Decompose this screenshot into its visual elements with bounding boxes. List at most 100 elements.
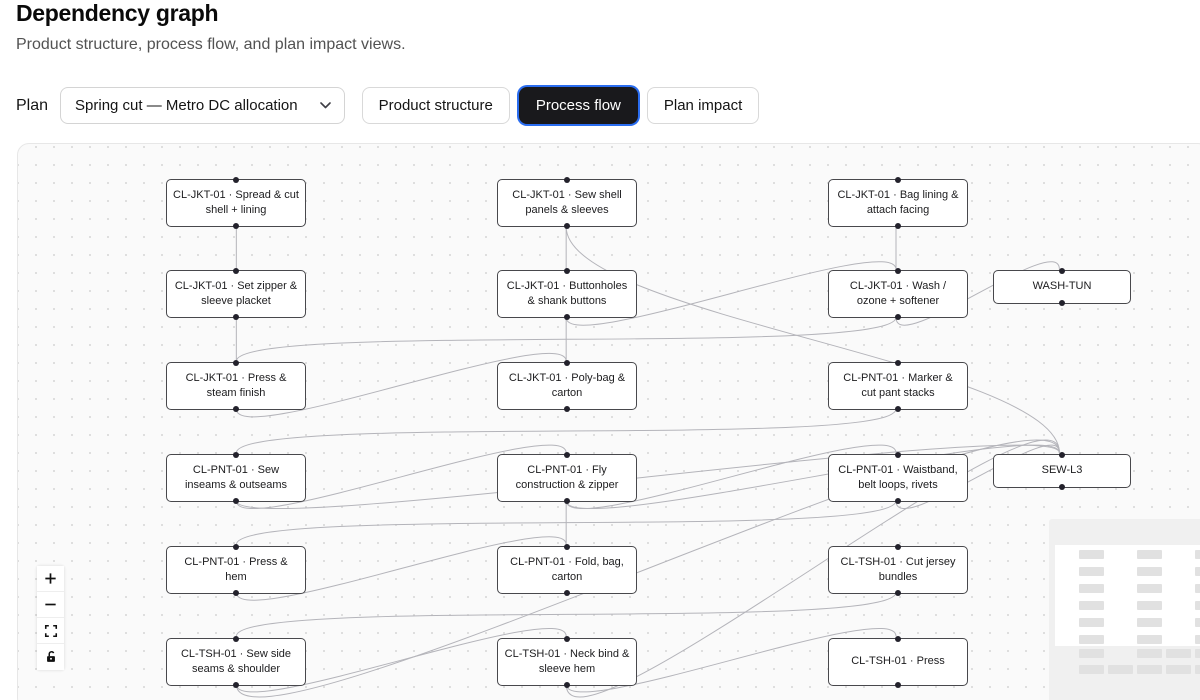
edge-tsh_neck-sewl3 xyxy=(565,439,1060,698)
edge-jkt_press-jkt_bag xyxy=(235,352,567,418)
source-handle[interactable] xyxy=(233,314,239,320)
tab-process-flow[interactable]: Process flow xyxy=(518,87,638,124)
zoom-out-button[interactable] xyxy=(37,592,64,618)
minus-icon xyxy=(43,597,58,612)
process-node-jkt-shell[interactable]: CL-JKT-01 · Sew shell panels & sleeves xyxy=(497,177,637,229)
minimap[interactable] xyxy=(1049,519,1200,700)
process-node-jkt-cut[interactable]: CL-JKT-01 · Spread & cut shell + lining xyxy=(166,177,306,229)
source-handle[interactable] xyxy=(564,406,570,412)
page-header: Dependency graph Product structure, proc… xyxy=(0,0,1200,124)
edge-pnt_cut-pnt_sew xyxy=(235,408,897,454)
chevron-down-icon xyxy=(319,102,331,109)
target-handle[interactable] xyxy=(564,268,570,274)
process-node-jkt-bag[interactable]: CL-JKT-01 · Poly-bag & carton xyxy=(497,360,637,412)
tab-plan-impact[interactable]: Plan impact xyxy=(646,87,760,124)
source-handle[interactable] xyxy=(895,406,901,412)
source-handle[interactable] xyxy=(895,590,901,596)
target-handle[interactable] xyxy=(233,177,239,183)
page-subtitle: Product structure, process flow, and pla… xyxy=(16,36,406,53)
target-handle[interactable] xyxy=(895,268,901,274)
process-node-tsh-neck[interactable]: CL-TSH-01 · Neck bind & sleeve hem xyxy=(497,636,637,688)
process-node-tsh-press[interactable]: CL-TSH-01 · Press xyxy=(828,636,968,688)
node-label: CL-PNT-01 · Marker & cut pant stacks xyxy=(843,371,953,399)
target-handle[interactable] xyxy=(895,636,901,642)
edge-tsh_neck-tsh_press xyxy=(565,627,897,693)
target-handle[interactable] xyxy=(233,360,239,366)
process-node-jkt-lining[interactable]: CL-JKT-01 · Bag lining & attach facing xyxy=(828,177,968,229)
source-handle[interactable] xyxy=(895,498,901,504)
source-handle[interactable] xyxy=(233,682,239,688)
source-handle[interactable] xyxy=(895,223,901,229)
process-node-tsh-sew[interactable]: CL-TSH-01 · Sew side seams & shoulder xyxy=(166,636,306,688)
resource-node-sewl3[interactable]: SEW-L3 xyxy=(993,452,1131,490)
target-handle[interactable] xyxy=(564,636,570,642)
edge-layer xyxy=(235,226,1060,698)
zoom-in-button[interactable] xyxy=(37,566,64,592)
source-handle[interactable] xyxy=(233,590,239,596)
plus-icon xyxy=(43,571,58,586)
tab-product-structure[interactable]: Product structure xyxy=(361,87,510,124)
edge-jkt_wash-jkt_press xyxy=(235,317,897,362)
source-handle[interactable] xyxy=(1059,484,1065,490)
node-label: CL-JKT-01 · Bag lining & attach facing xyxy=(837,188,959,216)
node-label: CL-PNT-01 · Press & hem xyxy=(184,555,288,583)
source-handle[interactable] xyxy=(564,223,570,229)
node-label: CL-PNT-01 · Waistband, belt loops, rivet… xyxy=(838,463,958,491)
target-handle[interactable] xyxy=(564,360,570,366)
target-handle[interactable] xyxy=(1059,268,1065,274)
source-handle[interactable] xyxy=(564,590,570,596)
minimap-viewport xyxy=(1055,545,1200,646)
edge-pnt_sew-pnt_fly xyxy=(235,444,567,510)
source-handle[interactable] xyxy=(895,314,901,320)
process-node-pnt-waist[interactable]: CL-PNT-01 · Waistband, belt loops, rivet… xyxy=(828,452,968,504)
edge-jkt_wash-washtun xyxy=(895,261,1060,326)
target-handle[interactable] xyxy=(895,360,901,366)
target-handle[interactable] xyxy=(564,177,570,183)
target-handle[interactable] xyxy=(564,452,570,458)
source-handle[interactable] xyxy=(233,223,239,229)
target-handle[interactable] xyxy=(233,544,239,550)
plan-select-value: Spring cut — Metro DC allocation xyxy=(75,97,298,114)
process-node-pnt-press[interactable]: CL-PNT-01 · Press & hem xyxy=(166,544,306,596)
target-handle[interactable] xyxy=(895,544,901,550)
resource-node-washtun[interactable]: WASH-TUN xyxy=(993,268,1131,306)
node-label: CL-JKT-01 · Spread & cut shell + lining xyxy=(173,188,299,216)
source-handle[interactable] xyxy=(564,498,570,504)
process-node-jkt-btn[interactable]: CL-JKT-01 · Buttonholes & shank buttons xyxy=(497,268,637,320)
process-node-tsh-cut[interactable]: CL-TSH-01 · Cut jersey bundles xyxy=(828,544,968,596)
node-label: CL-PNT-01 · Sew inseams & outseams xyxy=(184,463,288,491)
plan-select[interactable]: Spring cut — Metro DC allocation xyxy=(60,87,345,124)
process-node-pnt-fly[interactable]: CL-PNT-01 · Fly construction & zipper xyxy=(497,452,637,504)
process-node-jkt-wash[interactable]: CL-JKT-01 · Wash / ozone + softener xyxy=(828,268,968,320)
target-handle[interactable] xyxy=(895,452,901,458)
target-handle[interactable] xyxy=(233,636,239,642)
node-label: WASH-TUN xyxy=(1032,280,1092,293)
process-node-jkt-press[interactable]: CL-JKT-01 · Press & steam finish xyxy=(166,360,306,412)
source-handle[interactable] xyxy=(233,406,239,412)
toolbar: Plan Spring cut — Metro DC allocation Pr… xyxy=(16,87,1184,124)
node-label: CL-JKT-01 · Buttonholes & shank buttons xyxy=(506,279,628,307)
source-handle[interactable] xyxy=(895,682,901,688)
process-node-pnt-fold[interactable]: CL-PNT-01 · Fold, bag, carton xyxy=(497,544,637,596)
source-handle[interactable] xyxy=(564,314,570,320)
target-handle[interactable] xyxy=(895,177,901,183)
source-handle[interactable] xyxy=(1059,300,1065,306)
source-handle[interactable] xyxy=(233,498,239,504)
target-handle[interactable] xyxy=(1059,452,1065,458)
process-node-pnt-sew[interactable]: CL-PNT-01 · Sew inseams & outseams xyxy=(166,452,306,504)
node-label: CL-TSH-01 · Cut jersey bundles xyxy=(840,555,956,583)
target-handle[interactable] xyxy=(233,268,239,274)
process-node-jkt-zip[interactable]: CL-JKT-01 · Set zipper & sleeve placket xyxy=(166,268,306,320)
edge-pnt_waist-sewl3 xyxy=(895,444,1060,509)
source-handle[interactable] xyxy=(564,682,570,688)
edge-jkt_shell-sewl3 xyxy=(565,226,1060,453)
fit-view-button[interactable] xyxy=(37,618,64,644)
target-handle[interactable] xyxy=(564,544,570,550)
node-label: CL-TSH-01 · Neck bind & sleeve hem xyxy=(504,647,630,675)
target-handle[interactable] xyxy=(233,452,239,458)
lock-toggle-button[interactable] xyxy=(37,644,64,670)
node-label: CL-JKT-01 · Wash / ozone + softener xyxy=(849,279,947,307)
process-node-pnt-cut[interactable]: CL-PNT-01 · Marker & cut pant stacks xyxy=(828,360,968,412)
